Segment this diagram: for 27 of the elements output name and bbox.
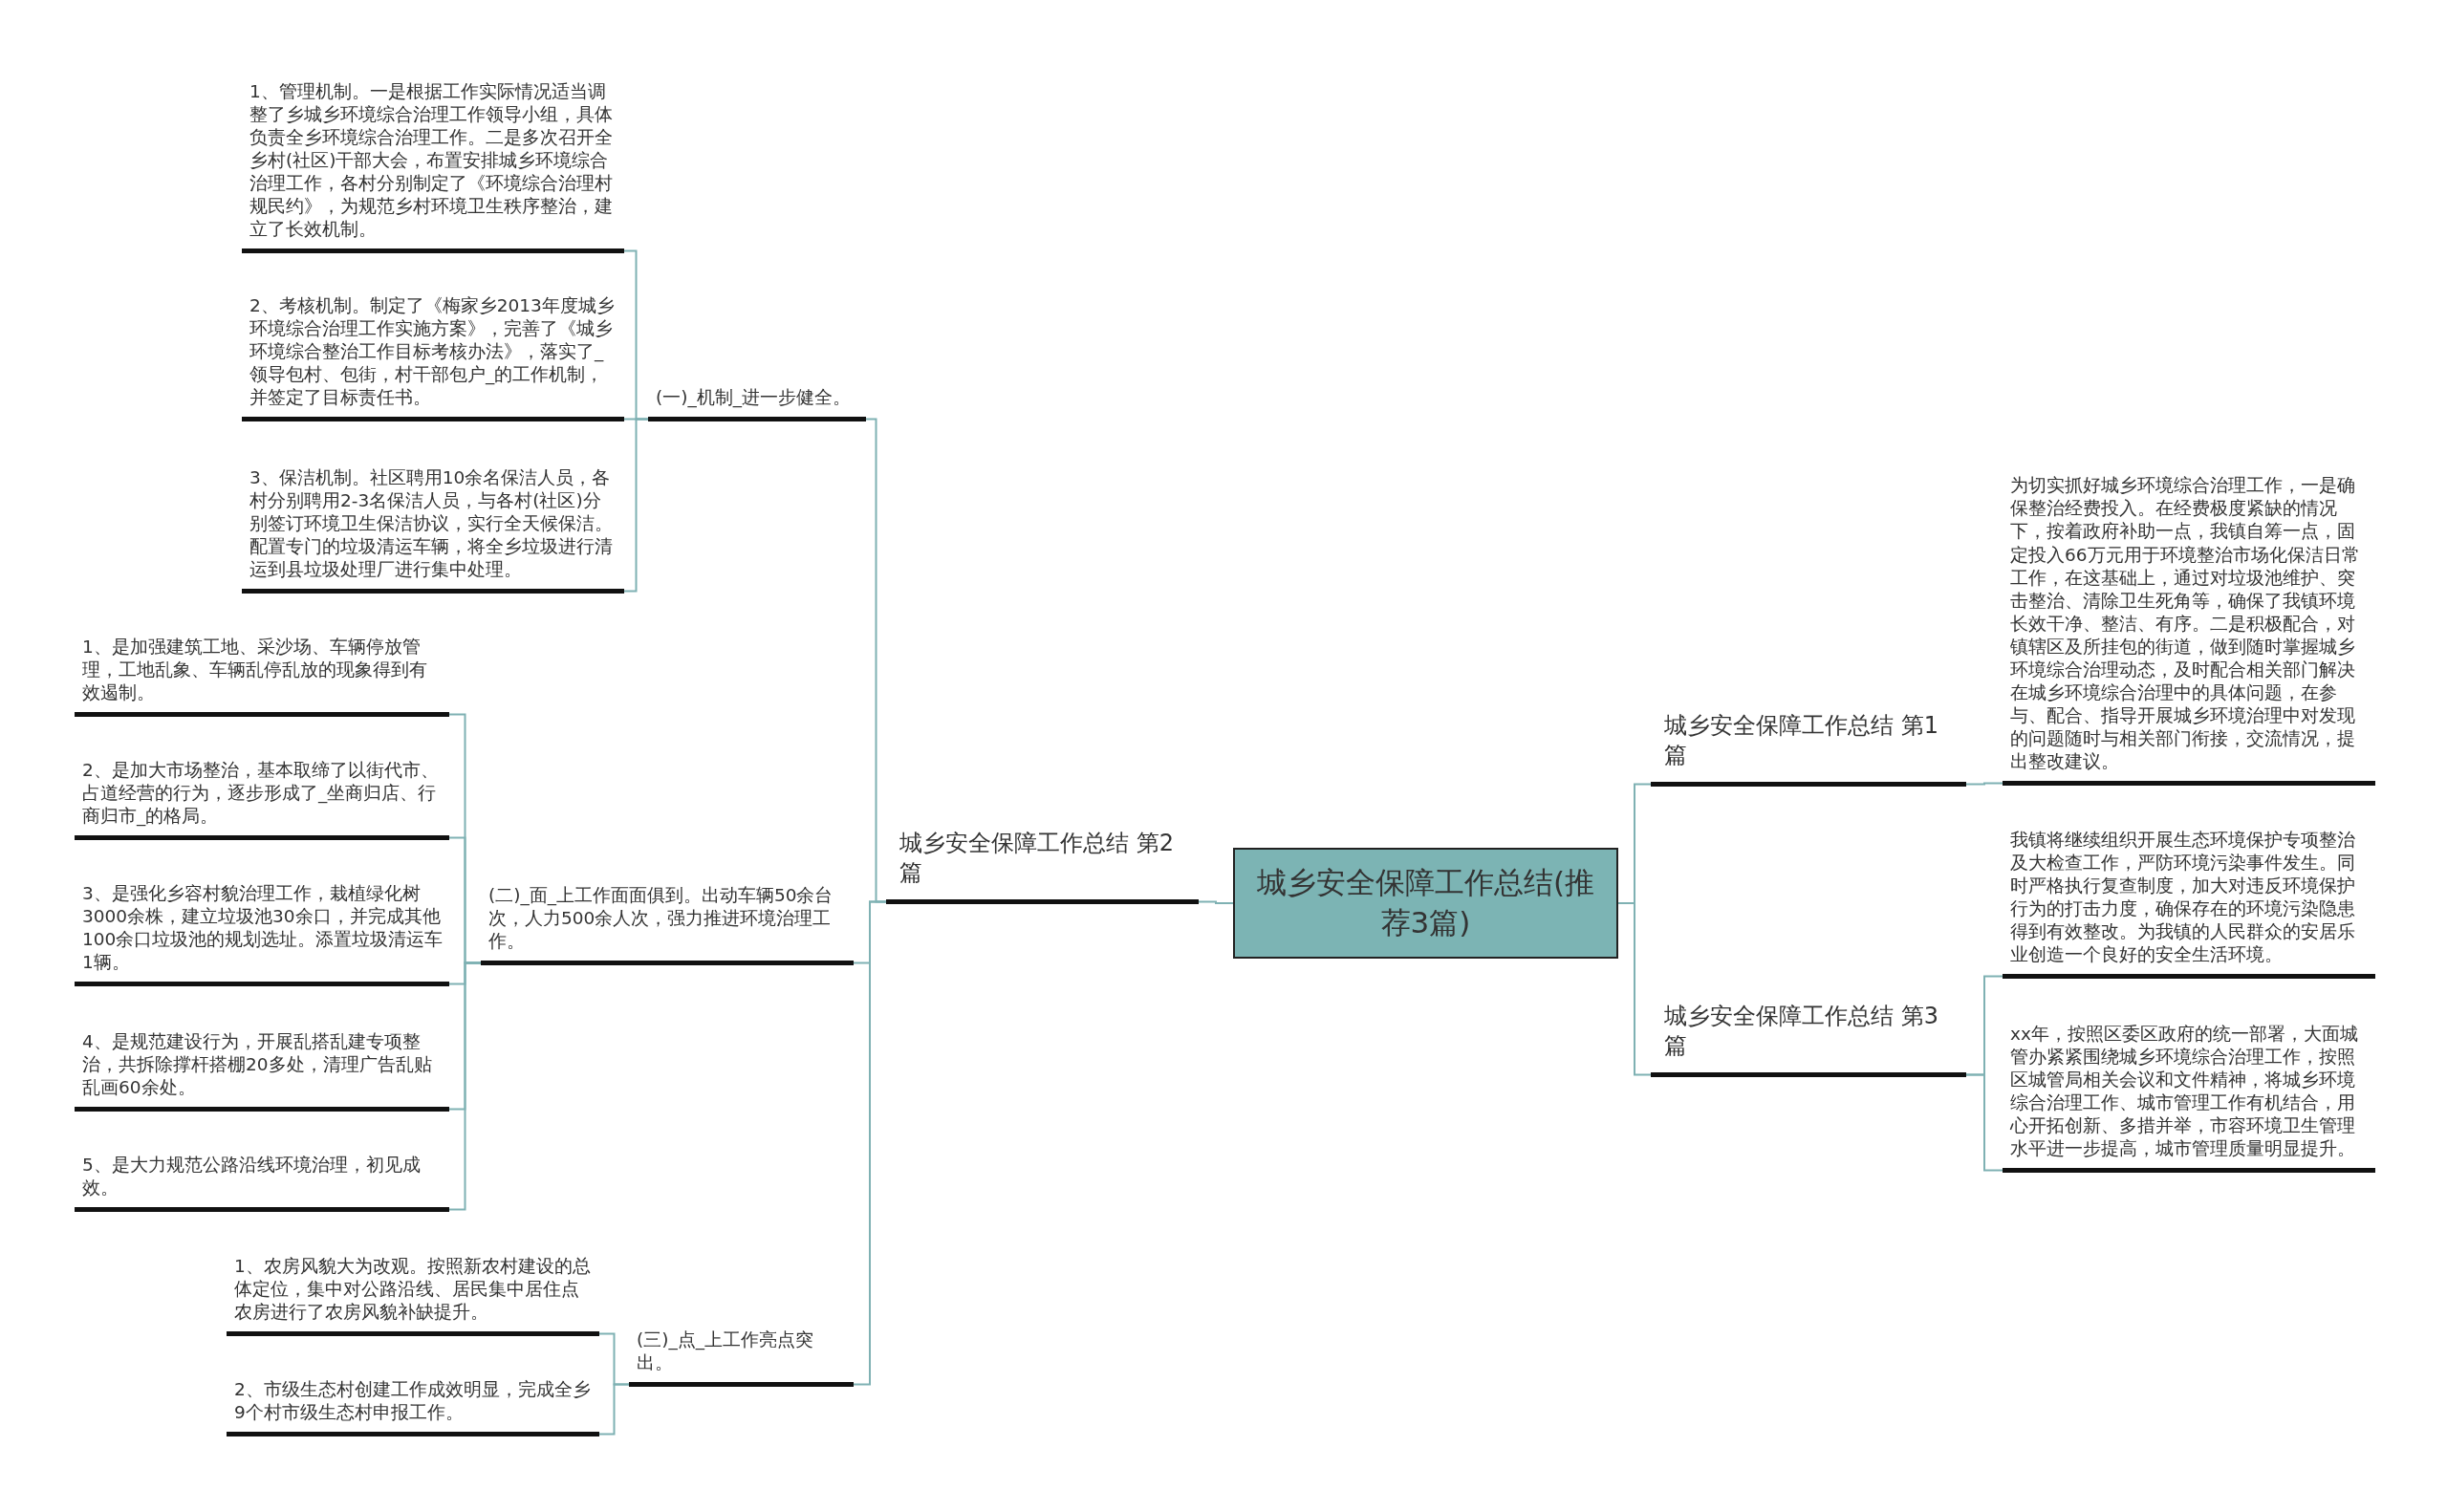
detail-text: 2、是加大市场整治，基本取缔了以街代市、占道经营的行为，逐步形成了_坐商归店、行商归市_的格局。	[75, 758, 449, 840]
connector-line	[1198, 900, 1234, 904]
detail-text: 1、农房风貌大为改观。按照新农村建设的总体定位，集中对公路沿线、居民集中居住点农房进行了农房风貌补缺提升。	[227, 1254, 599, 1336]
connector-line	[448, 961, 482, 1211]
connector-line	[1965, 1073, 2003, 1172]
branch-topic: 城乡安全保障工作总结 第1篇	[1651, 710, 1966, 787]
detail-text: 2、考核机制。制定了《梅家乡2013年度城乡环境综合治理工作实施方案》，完善了《城乡环境综合整治工作目标考核办法》，落实了_领导包村、包街，村干部包户_的工作机制，并签定了目标责任书。	[242, 293, 624, 421]
connector-line	[623, 418, 649, 593]
detail-text: 3、是强化乡容村貌治理工作，栽植绿化树3000余株，建立垃圾池30余口，并完成其他100余口垃圾池的规划选址。添置垃圾清运车1辆。	[75, 881, 449, 986]
subtopic: (二)_面_上工作面面俱到。出动车辆50余台次，人力500余人次，强力推进环境治理工作。	[481, 883, 854, 965]
central-topic-box: 城乡安全保障工作总结(推荐3篇)	[1233, 848, 1618, 959]
detail-text: xx年，按照区委区政府的统一部署，大面城管办紧紧围绕城乡环境综合治理工作，按照区城管局相关会议和文件精神，将城乡环境综合治理工作、城市管理工作有机结合，用心开拓创新、多措并举，市容环境卫生管理水平进一步提高，城市管理质量明显提升。	[2003, 1022, 2375, 1173]
detail-text: 1、管理机制。一是根据工作实际情况适当调整了乡城乡环境综合治理工作领导小组，具体负责全乡环境综合治理工作。二是多次召开全乡村(社区)干部大会，布置安排城乡环境综合治理工作，各村分别制定了《环境综合治理村规民约》，为规范乡村环境卫生秩序整治，建立了长效机制。	[242, 79, 624, 253]
branch-topic: 城乡安全保障工作总结 第2篇	[886, 828, 1199, 904]
detail-text: 2、市级生态村创建工作成效明显，完成全乡9个村市级生态村申报工作。	[227, 1377, 599, 1436]
connector-line	[1965, 782, 2003, 786]
detail-text: 5、是大力规范公路沿线环境治理，初见成效。	[75, 1153, 449, 1212]
connector-line	[598, 1383, 630, 1436]
connector-line	[853, 900, 887, 1386]
branch-topic: 城乡安全保障工作总结 第3篇	[1651, 1001, 1966, 1077]
detail-text: 1、是加强建筑工地、采沙场、车辆停放管理，工地乱象、车辆乱停乱放的现象得到有效遏制。	[75, 635, 449, 717]
subtopic: (一)_机制_进一步健全。	[648, 385, 866, 421]
detail-text: 4、是规范建设行为，开展乱搭乱建专项整治，共拆除撑杆搭棚20多处，清理广告乱贴乱画60余处。	[75, 1029, 449, 1112]
detail-text: 3、保洁机制。社区聘用10余名保洁人员，各村分别聘用2-3名保洁人员，与各村(社区)分别签订环境卫生保洁协议，实行全天候保洁。配置专门的垃圾清运车辆，将全乡垃圾进行清运到县垃圾处理厂进行集中处理。	[242, 465, 624, 594]
detail-text: 为切实抓好城乡环境综合治理工作，一是确保整治经费投入。在经费极度紧缺的情况下，按着政府补助一点，我镇自筹一点，固定投入66万元用于环境整治市场化保洁日常工作，在这基础上，通过对垃圾池维护、突击整治、清除卫生死角等，确保了我镇环境长效干净、整洁、有序。二是积极配合，对镇辖区及所挂包的街道，做到随时掌握城乡环境综合治理动态，及时配合相关部门解决在城乡环境综合治理中的具体问题，在参与、配合、指导开展城乡环境治理中对发现的问题随时与相关部门衔接，交流情况，提出整改建议。	[2003, 474, 2375, 786]
subtopic: (三)_点_上工作亮点突出。	[629, 1328, 854, 1387]
detail-text: 我镇将继续组织开展生态环境保护专项整治及大检查工作，严防环境污染事件发生。同时严格执行复查制度，加大对违反环境保护行为的打击力度，确保存在的环境污染隐患得到有效整改。为我镇的人民群众的安居乐业创造一个良好的安全生活环境。	[2003, 828, 2375, 979]
